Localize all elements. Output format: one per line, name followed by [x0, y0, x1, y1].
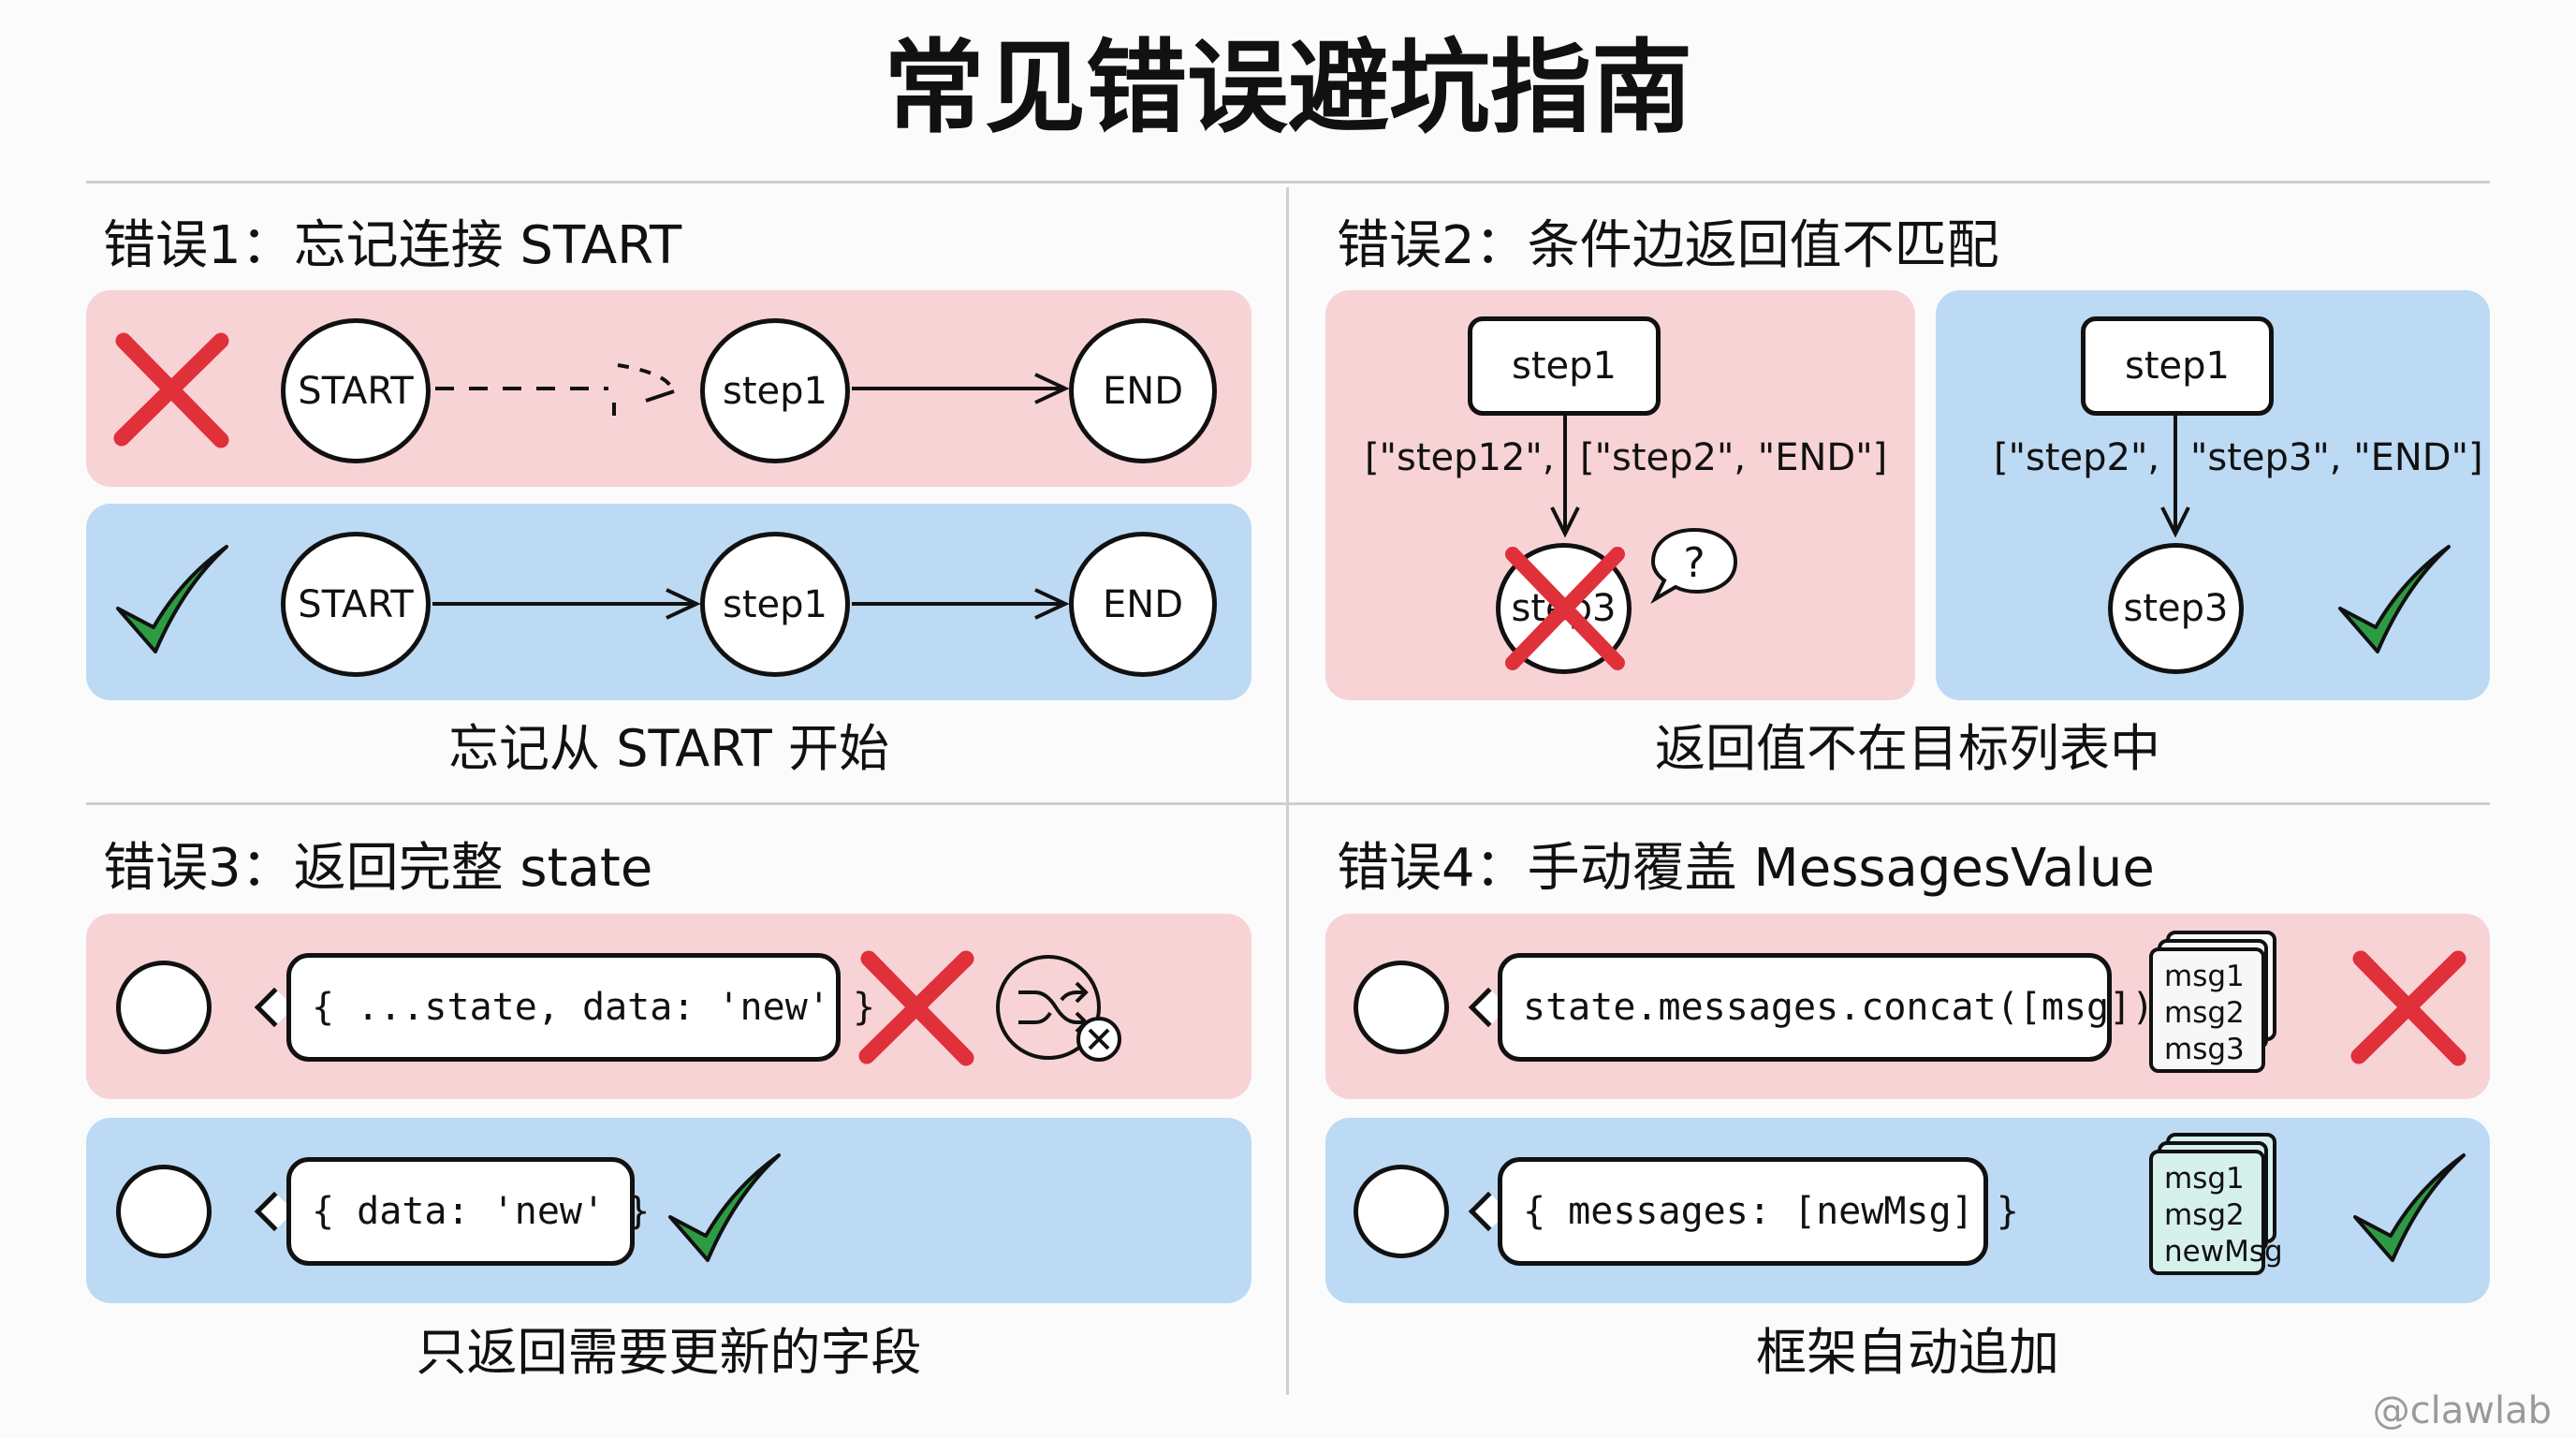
svg-text:?: ?	[1683, 539, 1705, 587]
shuffle-blocked-icon	[990, 951, 1131, 1067]
cross-icon	[110, 328, 232, 449]
section3-caption: 只返回需要更新的字段	[416, 1323, 922, 1382]
message-item: msg2	[2164, 1198, 2245, 1232]
step1-node: step1	[2081, 316, 2274, 416]
edge-return-label: ["step2",	[1994, 436, 2160, 479]
section2-heading: 错误2：条件边返回值不匹配	[1337, 215, 1999, 276]
conditional-edge	[1550, 416, 1580, 538]
column-divider	[1286, 187, 1289, 1395]
cross-icon	[1501, 543, 1628, 674]
watermark: @clawlab	[2372, 1389, 2552, 1432]
edge-return-label: ["step12",	[1365, 436, 1555, 479]
code-bubble: { data: 'new' }	[286, 1157, 650, 1266]
message-item: msg1	[2164, 960, 2245, 993]
end-node: END	[1069, 318, 1217, 463]
check-icon	[2333, 541, 2454, 663]
conditional-edge	[2160, 416, 2190, 538]
cross-icon	[856, 946, 977, 1067]
edge-targets-label: ["step2", "END"]	[1580, 436, 1888, 479]
start-node: START	[281, 318, 431, 463]
section1-heading: 错误1：忘记连接 START	[103, 215, 682, 276]
check-icon	[2348, 1150, 2469, 1271]
edge-step1-end	[852, 373, 1070, 404]
check-icon	[663, 1150, 784, 1271]
edge-start-step1	[432, 588, 701, 620]
message-stack-icon: msg1 msg2 newMsg	[2149, 1133, 2283, 1292]
end-node: END	[1069, 532, 1217, 677]
section1-caption: 忘记从 START 开始	[448, 719, 889, 778]
step1-node: step1	[1468, 316, 1661, 416]
step1-node: step1	[700, 532, 850, 677]
edge-step1-end	[852, 588, 1070, 620]
node-circle	[116, 961, 212, 1054]
message-item: msg1	[2164, 1162, 2245, 1196]
section4-caption: 框架自动追加	[1756, 1323, 2059, 1382]
check-icon	[110, 541, 232, 663]
message-stack: msg1 msg2 newMsg	[2149, 1150, 2283, 1275]
message-item: msg2	[2164, 996, 2245, 1030]
message-item: msg3	[2164, 1033, 2245, 1066]
message-item: newMsg	[2164, 1235, 2283, 1269]
code-bubble: state.messages.concat([msg])	[1498, 953, 2154, 1062]
message-stack-icon: msg1 msg2 msg3	[2149, 931, 2280, 1090]
title-divider	[86, 181, 2490, 183]
edge-targets-label: "step3", "END"]	[2190, 436, 2483, 479]
node-circle	[1354, 1165, 1449, 1258]
start-node: START	[281, 532, 431, 677]
section4-heading: 错误4：手动覆盖 MessagesValue	[1337, 838, 2155, 899]
section3-heading: 错误3：返回完整 state	[103, 838, 653, 899]
code-bubble: { messages: [newMsg] }	[1498, 1157, 2019, 1266]
node-circle	[1354, 961, 1449, 1054]
step1-node: step1	[700, 318, 850, 463]
missing-edge-dashed	[435, 363, 675, 416]
message-stack: msg1 msg2 msg3	[2149, 947, 2265, 1073]
code-bubble: { ...state, data: 'new' }	[286, 953, 875, 1062]
question-bubble-icon: ?	[1647, 524, 1741, 609]
node-circle	[116, 1165, 212, 1258]
cross-icon	[2348, 946, 2469, 1067]
page-title: 常见错误避坑指南	[883, 30, 1692, 147]
step3-node: step3	[2108, 543, 2244, 674]
section2-caption: 返回值不在目标列表中	[1655, 719, 2160, 778]
